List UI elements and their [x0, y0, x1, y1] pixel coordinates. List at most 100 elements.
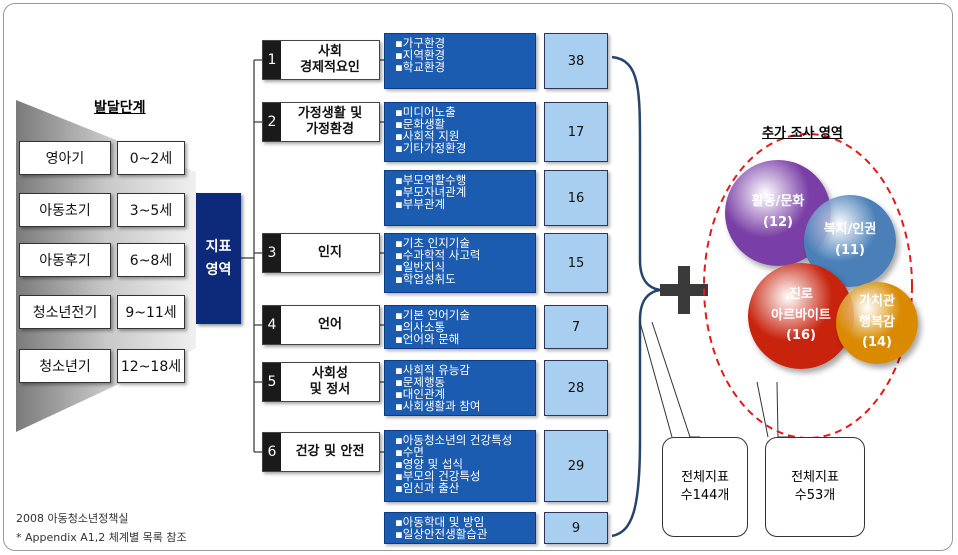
- category-number: 4: [263, 306, 281, 344]
- item-count: 7: [544, 305, 608, 349]
- item-text: ▪임신과 출산: [395, 481, 460, 495]
- category-label: 사회 경제적요인: [300, 44, 360, 75]
- category-number: 5: [263, 363, 281, 401]
- ball-label: 복지/인권: [823, 222, 877, 238]
- item-text: ▪지역환경: [395, 48, 446, 62]
- item-count: 16: [544, 170, 608, 226]
- stage-age: 12~18세: [117, 349, 185, 383]
- category-5: 5 사회성 및 정서: [262, 362, 380, 402]
- item-count: 9: [544, 512, 608, 544]
- item-group: ▪아동학대 및 방임▪일상안전생활습관: [384, 512, 536, 544]
- category-2: 2 가정생활 및 가정환경: [262, 102, 380, 142]
- index-line2: 영역: [205, 261, 232, 278]
- item-text: ▪문화생활: [395, 117, 446, 131]
- item-text: ▪아동학대 및 방임: [395, 515, 485, 529]
- category-label: 언어: [318, 317, 342, 333]
- item-text: ▪대인관계: [395, 387, 446, 401]
- category-number: 2: [263, 103, 281, 141]
- item-group: ▪기본 언어기술▪의사소통▪언어와 문해: [384, 305, 536, 349]
- item-group: ▪아동청소년의 건강특성▪수면▪영양 및 섭식▪부모의 건강특성▪임신과 출산: [384, 430, 536, 502]
- extra-area-title: 추가 조사 영역: [762, 126, 843, 141]
- category-label: 가정생활 및 가정환경: [297, 106, 363, 137]
- item-group: ▪미디어노출▪문화생활▪사회적 지원▪기타가정환경: [384, 102, 536, 162]
- stage-name: 청소년기: [19, 349, 111, 383]
- item-text: ▪기타가정환경: [395, 141, 467, 155]
- item-text: ▪기초 인지기술: [395, 236, 470, 250]
- callout-line2: 수53개: [794, 488, 836, 503]
- item-text: ▪부모역할수행: [395, 173, 467, 187]
- stage-age: 3~5세: [117, 193, 185, 227]
- item-text: ▪언어와 문해: [395, 332, 460, 346]
- category-3: 3 인지: [262, 233, 380, 273]
- item-text: ▪사회적 유능감: [395, 363, 470, 377]
- extra-area-ball: 복지/인권 (11): [804, 195, 896, 287]
- stage-name: 아동초기: [19, 193, 111, 227]
- category-label: 인지: [318, 245, 342, 261]
- category-number: 1: [263, 41, 281, 79]
- stage-name: 영아기: [19, 141, 111, 175]
- item-text: ▪기본 언어기술: [395, 308, 470, 322]
- stage-header: 발달단계: [94, 100, 146, 116]
- item-text: ▪부모의 건강특성: [395, 469, 481, 483]
- callout-line1: 전체지표: [681, 469, 729, 485]
- item-text: ▪사회생활과 참여: [395, 399, 481, 413]
- footnote-reference: * Appendix A1,2 체계별 목록 참조: [16, 530, 187, 544]
- item-text: ▪문제행동: [395, 375, 446, 389]
- item-group: ▪기초 인지기술▪수과학적 사고력▪일반지식▪학업성취도: [384, 233, 536, 293]
- callout-line2: 수144개: [680, 488, 730, 503]
- category-1: 1 사회 경제적요인: [262, 40, 380, 80]
- brace: [611, 55, 661, 538]
- item-text: ▪영양 및 섭식: [395, 457, 464, 471]
- item-text: ▪학교환경: [395, 60, 446, 74]
- callout-line1: 전체지표: [791, 469, 839, 485]
- item-count: 17: [544, 102, 608, 162]
- stage-age: 0~2세: [117, 141, 185, 175]
- item-text: ▪부부관계: [395, 197, 446, 211]
- footnote: 2008 아동청소년정책실 * Appendix A1,2 체계별 목록 참조: [16, 510, 187, 547]
- ball-count: (12): [763, 215, 793, 230]
- item-text: ▪부모자녀관계: [395, 185, 467, 199]
- category-number: 3: [263, 234, 281, 272]
- stage-name: 아동후기: [19, 243, 111, 277]
- extra-area-ball: 가치관 행복감 (14): [836, 282, 918, 364]
- ball-count: (14): [862, 335, 892, 351]
- item-group: ▪가구환경▪지역환경▪학교환경: [384, 33, 536, 89]
- stage-age: 6~8세: [117, 243, 185, 277]
- total-callout-144: 전체지표 수144개: [662, 437, 748, 537]
- item-text: ▪아동청소년의 건강특성: [395, 433, 513, 447]
- item-group: ▪사회적 유능감▪문제행동▪대인관계▪사회생활과 참여: [384, 360, 536, 416]
- stage-name: 청소년전기: [19, 295, 111, 329]
- category-4: 4 언어: [262, 305, 380, 345]
- item-group: ▪부모역할수행▪부모자녀관계▪부부관계: [384, 170, 536, 226]
- category-number: 6: [263, 433, 281, 471]
- item-text: ▪수면: [395, 445, 424, 459]
- category-label: 건강 및 안전: [295, 444, 365, 460]
- item-text: ▪미디어노출: [395, 105, 456, 119]
- item-text: ▪학업성취도: [395, 272, 456, 286]
- ball-label: 진로 아르바이트: [771, 286, 831, 323]
- diagram-frame: [3, 3, 953, 551]
- item-count: 38: [544, 33, 608, 89]
- item-count: 29: [544, 430, 608, 502]
- item-text: ▪일반지식: [395, 260, 446, 274]
- total-callout-53: 전체지표 수53개: [765, 437, 865, 537]
- ball-count: (16): [786, 328, 816, 344]
- stage-age: 9~11세: [117, 295, 185, 329]
- tree-lines: [241, 59, 384, 453]
- ball-label: 활동/문화: [751, 194, 805, 210]
- item-count: 15: [544, 233, 608, 293]
- index-line1: 지표: [205, 239, 232, 256]
- item-text: ▪가구환경: [395, 36, 446, 50]
- item-text: ▪의사소통: [395, 320, 446, 334]
- extra-area-ellipse: [703, 133, 913, 439]
- item-count: 28: [544, 360, 608, 416]
- ball-count: (11): [835, 243, 865, 258]
- item-text: ▪수과학적 사고력: [395, 248, 481, 262]
- item-text: ▪일상안전생활습관: [395, 527, 488, 541]
- item-text: ▪사회적 지원: [395, 129, 460, 143]
- ball-label: 가치관 행복감: [859, 293, 895, 330]
- category-6: 6 건강 및 안전: [262, 432, 380, 472]
- footnote-source: 2008 아동청소년정책실: [16, 512, 129, 525]
- category-label: 사회성 및 정서: [309, 366, 351, 397]
